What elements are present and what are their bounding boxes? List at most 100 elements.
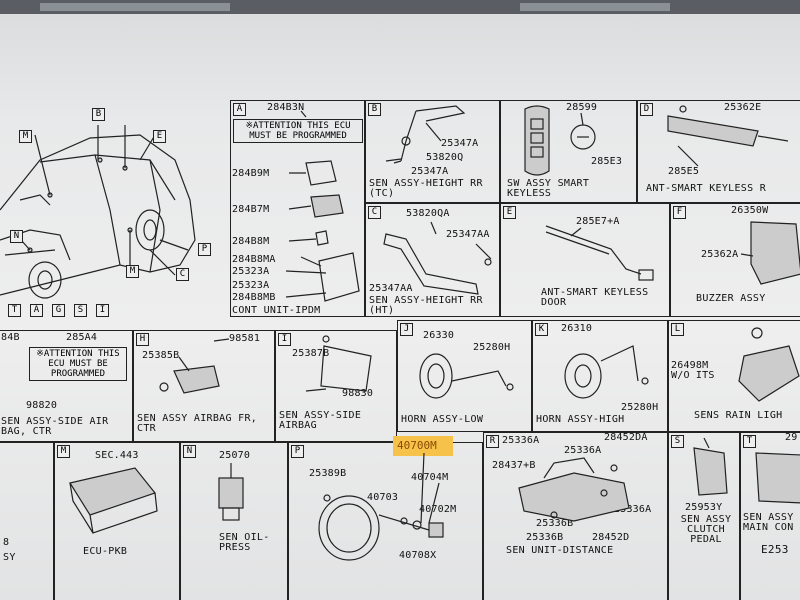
part-number: 25280H <box>621 402 659 413</box>
part-number: 25362E <box>724 102 762 113</box>
part-number: 284B9M <box>232 168 270 179</box>
callout-b: B <box>92 108 105 121</box>
part-number: 25336A <box>564 445 602 456</box>
part-number: 53820Q <box>426 152 464 163</box>
ecu-attention-note: ※ATTENTION THIS ECU MUST BE PROGRAMMED <box>29 347 127 381</box>
part-variant-note: W/O ITS <box>671 370 715 381</box>
section-caption: SEN ASSY AIRBAG FR, CTR <box>137 413 258 434</box>
section-caption-partial: 8 <box>3 537 10 548</box>
section-d-letter: D <box>640 103 653 116</box>
callout-m: M <box>19 130 32 143</box>
part-number: 25070 <box>219 450 251 461</box>
section-side-airbag-ctr: 84B 285A4 ※ATTENTION THIS ECU MUST BE PR… <box>0 330 133 442</box>
part-number: 29 <box>785 432 798 443</box>
part-number: 40703 <box>367 492 399 503</box>
part-number: 284B8MB <box>232 292 276 303</box>
buzzer-illustration <box>740 221 800 285</box>
section-l: L 26498M W/O ITS SENS RAIN LIGH <box>668 320 800 432</box>
section-left-edge: 8 SY <box>0 442 54 600</box>
height-sensor-ht-illustration <box>383 221 492 295</box>
part-number: 25387B <box>292 348 330 359</box>
bezel-highlight <box>520 3 670 11</box>
callout-c: C <box>176 268 189 281</box>
part-number: 40704M <box>411 472 449 483</box>
part-number: 25336B <box>536 518 574 529</box>
rain-light-sensor-illustration <box>738 327 800 402</box>
section-t-letter: T <box>743 435 756 448</box>
airbag-sensor-illustration <box>159 338 230 394</box>
callout-m2: M <box>126 265 139 278</box>
section-caption: BUZZER ASSY <box>696 293 766 304</box>
section-m: M SEC.443 ECU-PKB <box>54 442 180 600</box>
part-number: E253 <box>761 543 789 556</box>
section-caption: CONT UNIT-IPDM <box>232 305 321 316</box>
section-caption: SEN ASSY MAIN CON <box>743 512 794 533</box>
part-number: 25347AA <box>446 229 490 240</box>
part-number: 25347AA <box>369 283 413 294</box>
section-h-letter: H <box>136 333 149 346</box>
section-l-letter: L <box>671 323 684 336</box>
highlighted-part-marker <box>393 436 453 456</box>
part-number: 98830 <box>342 388 374 399</box>
section-r: R 25336A 28452DA 28437+B 25336A 25336A 2… <box>483 432 668 600</box>
section-s: S 25953Y SEN ASSY CLUTCH PEDAL <box>668 432 740 600</box>
section-j: J 26330 25280H HORN ASSY-LOW <box>397 320 532 432</box>
callout-n: N <box>10 230 23 243</box>
section-c-letter: C <box>368 206 381 219</box>
section-f-letter: F <box>673 206 686 219</box>
horn-high-illustration <box>564 345 649 399</box>
side-airbag-sensor-illustration <box>305 335 372 392</box>
section-p: P 40700M 25389B 40704M 40703 40702M 4070… <box>288 436 483 600</box>
part-number: 25953Y <box>685 502 723 513</box>
section-caption: ANT-SMART KEYLESS DOOR <box>541 287 649 308</box>
ipdm-illustration <box>285 110 360 302</box>
section-a: A 284B3N ※ATTENTION THIS ECU MUST BE PRO… <box>230 100 365 317</box>
section-r-letter: R <box>486 435 499 448</box>
callout-t: T <box>8 304 21 317</box>
section-caption: SEN ASSY-HEIGHT RR (TC) <box>369 178 483 199</box>
part-number: 25347A <box>441 138 479 149</box>
section-c: C 53820QA 25347AA 25347AA SEN ASSY-HEIGH… <box>365 203 500 317</box>
section-caption: SEN ASSY-SIDE AIRBAG <box>279 410 362 431</box>
part-number: 285A4 <box>66 332 98 343</box>
section-k: K 26310 25280H HORN ASSY-HIGH <box>532 320 668 432</box>
part-number: 285E3 <box>591 156 623 167</box>
section-k-letter: K <box>535 323 548 336</box>
section-m-letter: M <box>57 445 70 458</box>
section-caption: SEN ASSY CLUTCH PEDAL <box>680 514 732 545</box>
section-edge-label: 84B <box>1 332 20 343</box>
ecu-pkb-illustration <box>69 467 158 534</box>
part-number: 25336A <box>502 435 540 446</box>
part-number: 25280H <box>473 342 511 353</box>
section-caption: SENS RAIN LIGH <box>694 410 783 421</box>
tpms-sensor-illustration <box>318 452 444 561</box>
part-number: 26350W <box>731 205 769 216</box>
section-caption: ANT-SMART KEYLESS R <box>646 183 767 194</box>
section-d: D 25362E 285E5 ANT-SMART KEYLESS R <box>637 100 800 203</box>
part-number: 25362A <box>701 249 739 260</box>
callout-g: G <box>52 304 65 317</box>
part-number: 28437+B <box>492 460 536 471</box>
part-number: 25323A <box>232 280 270 291</box>
part-number: 284B7M <box>232 204 270 215</box>
part-number: 25323A <box>232 266 270 277</box>
section-caption: SEN UNIT-DISTANCE <box>506 545 614 556</box>
height-sensor-illustration <box>385 105 466 164</box>
section-caption: HORN ASSY-LOW <box>401 414 484 425</box>
part-number: 284B8MA <box>232 254 276 265</box>
section-caption: HORN ASSY-HIGH <box>536 414 625 425</box>
part-number: 26330 <box>423 330 455 341</box>
section-j-letter: J <box>400 323 413 336</box>
section-i-letter: I <box>278 333 291 346</box>
bezel-highlight <box>40 3 230 11</box>
part-number: 285E5 <box>668 166 700 177</box>
horn-low-illustration <box>419 353 514 399</box>
section-t: T 29 SEN ASSY MAIN CON E253 <box>740 432 800 600</box>
section-smart-key: 28599 285E3 SW ASSY SMART KEYLESS <box>500 100 637 203</box>
section-caption: SW ASSY SMART KEYLESS <box>507 178 590 199</box>
part-number: 40708X <box>399 550 437 561</box>
main-vehicle-view: M B E N P C M T A G S I <box>0 90 230 320</box>
part-number: 284B3N <box>267 102 305 113</box>
part-number: 25385B <box>142 350 180 361</box>
